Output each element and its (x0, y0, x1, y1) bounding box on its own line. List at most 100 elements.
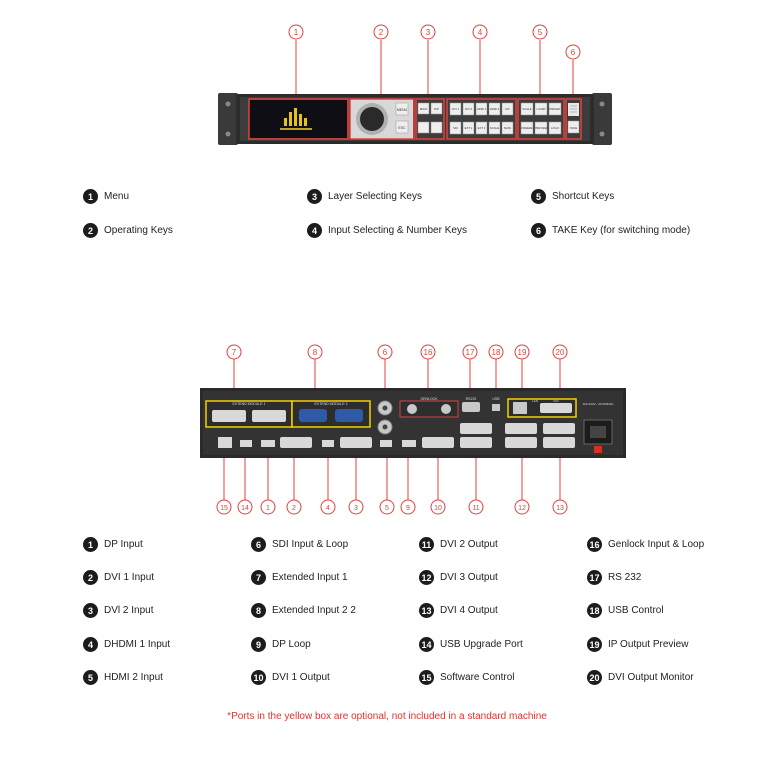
rear-legend-10: 10 DVI 1 Output (251, 670, 330, 685)
rear-callout-2: 2 (292, 505, 296, 512)
legend-label: DVI 1 Output (272, 672, 330, 683)
legend-label: DHDMI 1 Input (104, 639, 171, 650)
callout-5 (532, 24, 548, 40)
usb-control-port (492, 404, 500, 411)
callout-6-text: 6 (571, 48, 576, 57)
rear-callout-10: 10 (434, 505, 442, 512)
legend-number: 1 (83, 537, 98, 552)
callout-1 (288, 24, 304, 40)
callout-5-text: 5 (538, 28, 543, 37)
legend-number: 17 (587, 570, 602, 585)
dvi-monitor-label: DVI (553, 399, 558, 403)
legend-label: RS 232 (608, 572, 642, 583)
input-key-sdi: SDI (453, 126, 458, 130)
front-panel-diagram: 1 2 3 4 5 6 (218, 24, 612, 145)
operating-area: MENU ESC (350, 99, 413, 139)
layer-key-main: MAIN (420, 107, 428, 111)
rear-callout-1: 1 (266, 505, 270, 512)
esc-key-label: ESC (398, 126, 406, 130)
legend-label: Genlock Input & Loop (608, 539, 705, 550)
legend-label: Extended Input 1 (272, 572, 348, 583)
layer-keys (417, 102, 443, 134)
shortcut-key-logo: LOGO (551, 126, 560, 130)
input-key-scale: SCALE (490, 126, 499, 130)
input-key-ext2: EXT 2 (478, 126, 486, 130)
callout-6 (565, 44, 581, 60)
rear-legend-17: 17 RS 232 (587, 570, 641, 585)
legend-label: Shortcut Keys (552, 191, 615, 202)
legend-number: 16 (587, 537, 602, 552)
front-legend-5: 5 Shortcut Keys (531, 189, 614, 204)
legend-label: USB Control (608, 605, 664, 616)
legend-number: 9 (251, 637, 266, 652)
legend-label: Input Selecting & Number Keys (328, 225, 467, 236)
rear-callout-5: 5 (385, 505, 389, 512)
legend-number: 4 (307, 223, 322, 238)
lcd-screen (249, 100, 347, 138)
rear-callout-19: 19 (518, 348, 527, 357)
rear-legend-19: 19 IP Output Preview (587, 637, 688, 652)
rear-legend-5: 5 HDMI 2 Input (83, 670, 163, 685)
optional-extend-modules: EXTEND MODULE 1 EXTEND MODULE 2 (205, 400, 371, 428)
rear-callout-12: 12 (518, 505, 526, 512)
legend-label: DVI 3 Output (440, 572, 498, 583)
legend-label: IP Output Preview (608, 639, 689, 650)
rear-legend-16: 16 Genlock Input & Loop (587, 537, 704, 552)
rear-callout-4: 4 (326, 505, 330, 512)
rear-legend-15: 15 Software Control (419, 670, 514, 685)
input-key-ext1: EXT 1 (465, 126, 473, 130)
legend-label: USB Upgrade Port (440, 639, 523, 650)
legend-number: 10 (251, 670, 266, 685)
legend-label: Extended Input 2 2 (272, 605, 356, 616)
input-key-hdmi2: HDMI 2 (490, 107, 500, 111)
genlock-label: GENLOCK (420, 397, 438, 401)
rear-callout-18: 18 (492, 348, 501, 357)
rear-top-callouts: 7 8 6 16 17 18 19 20 (226, 344, 568, 360)
legend-number: 19 (587, 637, 602, 652)
input-key-dp: DP (506, 107, 510, 111)
legend-number: 11 (419, 537, 434, 552)
legend-label: Software Control (440, 672, 515, 683)
legend-label: HDMI 2 Input (104, 672, 163, 683)
power-label: 100-240V~ 3A 50/60Hz (582, 402, 614, 406)
legend-number: 18 (587, 603, 602, 618)
optional-monitor-ports: LAN DVI (507, 398, 577, 418)
rear-callout-20: 20 (556, 348, 565, 357)
front-legend-3: 3 Layer Selecting Keys (307, 189, 422, 204)
rear-callout-17: 17 (466, 348, 475, 357)
ext2-label: EXTEND MODULE 2 (314, 402, 347, 406)
rear-callout-7: 7 (232, 348, 237, 357)
power-module: 100-240V~ 3A 50/60Hz (582, 402, 614, 453)
legend-label: DVI 4 Output (440, 605, 498, 616)
callout-1-text: 1 (294, 28, 299, 37)
callout-2-text: 2 (379, 28, 384, 37)
genlock-ports: GENLOCK (399, 397, 459, 418)
shortcut-key-scale: SCALE (522, 107, 531, 111)
legend-number: 20 (587, 670, 602, 685)
usb-label: USB (492, 397, 500, 401)
lan-label: LAN (532, 399, 538, 403)
rs232-port (462, 402, 480, 412)
legend-number: 15 (419, 670, 434, 685)
optional-ports-note: *Ports in the yellow box are optional, n… (227, 711, 547, 722)
rear-callout-6: 6 (383, 348, 388, 357)
front-legend-2: 2 Operating Keys (83, 223, 173, 238)
ext1-label: EXTEND MODULE 1 (232, 402, 265, 406)
legend-number: 5 (83, 670, 98, 685)
shortcut-key-preview: PREVIEW (535, 126, 548, 130)
sdi-bnc-ports (377, 400, 393, 435)
front-callouts: 1 2 3 4 5 6 (288, 24, 581, 60)
shortcut-keys (520, 102, 562, 135)
legend-label: Menu (104, 191, 130, 202)
shortcut-key-preset: PRESET (549, 107, 560, 111)
